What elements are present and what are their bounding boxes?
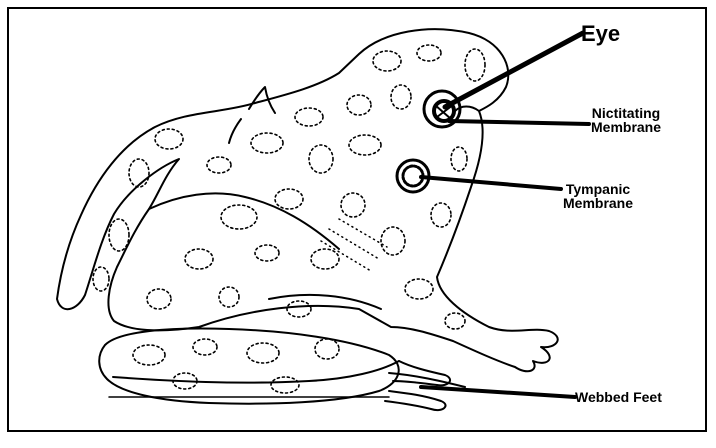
label-tympanic-line1: Tympanic (563, 182, 633, 196)
diagram-frame: Eye Nictitating Membrane Tympanic Membra… (7, 7, 707, 432)
label-nictitating-line2: Membrane (591, 120, 661, 134)
tympanic-pointer-line (421, 177, 561, 189)
nictitating-pointer-line (449, 121, 589, 124)
label-webbed-feet-text: Webbed Feet (575, 389, 662, 405)
label-tympanic-membrane: Tympanic Membrane (563, 182, 633, 210)
label-webbed-feet: Webbed Feet (575, 390, 662, 404)
hind-leg-outline (99, 329, 399, 404)
label-tympanic-line2: Membrane (563, 196, 633, 210)
label-eye: Eye (581, 23, 620, 45)
feet-pointer-line (421, 387, 575, 397)
frog-body-outline (57, 29, 558, 371)
label-nictitating-line1: Nictitating (591, 106, 661, 120)
label-eye-text: Eye (581, 21, 620, 46)
frog-stipple (321, 219, 387, 271)
frog-illustration (9, 9, 709, 434)
frog-spots (93, 45, 485, 393)
label-nictitating-membrane: Nictitating Membrane (591, 106, 661, 134)
